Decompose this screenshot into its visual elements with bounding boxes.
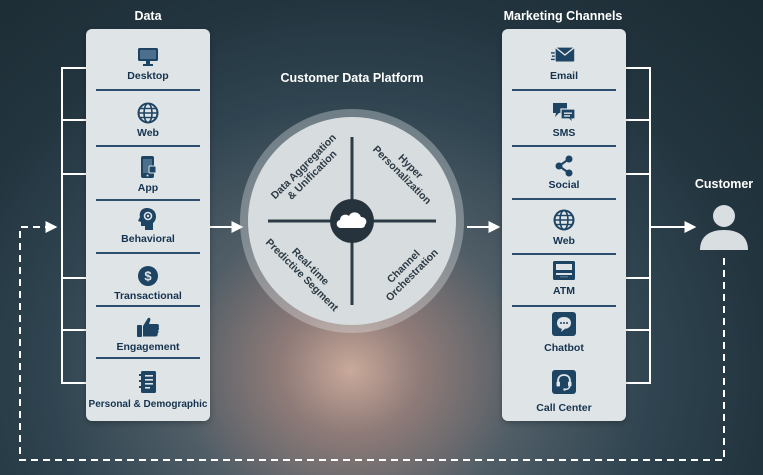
data-item-engagement: Engagement (86, 314, 210, 364)
data-panel: Desktop Web App Behavioral $ Transaction… (86, 29, 210, 421)
cdp-circle: Data Aggregation & Unification Hyper Per… (238, 107, 466, 335)
data-item-label: Personal & Demographic (88, 399, 208, 410)
channel-web: Web (502, 207, 626, 257)
channel-chatbot: Chatbot (502, 311, 626, 361)
divider (512, 253, 616, 255)
envelope-icon (551, 42, 577, 68)
headset-icon (551, 369, 577, 395)
channel-social: Social (502, 153, 626, 203)
globe-icon (551, 207, 577, 233)
data-title: Data (134, 9, 162, 23)
data-item-label: Web (137, 127, 159, 139)
divider (96, 89, 200, 91)
data-item-personal-demographic: Personal & Demographic (86, 369, 210, 419)
data-item-desktop: Desktop (86, 44, 210, 94)
channel-label: Email (549, 70, 578, 82)
chatbot-icon (551, 311, 577, 337)
cdp-title: Customer Data Platform (280, 71, 424, 85)
data-item-label: Behavioral (121, 233, 175, 245)
notebook-icon (135, 369, 161, 395)
channel-sms: SMS (502, 100, 626, 150)
divider (96, 252, 200, 254)
channels-panel: Email SMS Social Web ATM Chatbot (502, 29, 626, 421)
data-item-label: Engagement (116, 341, 180, 353)
smartphone-icon (135, 154, 161, 180)
dollar-coin-icon: $ (135, 263, 161, 289)
data-bracket-ticks (62, 119, 86, 331)
atm-icon (551, 258, 577, 284)
data-bracket (61, 67, 86, 384)
channel-email: Email (502, 42, 626, 92)
channel-atm: ATM (502, 258, 626, 308)
desktop-icon (135, 44, 161, 70)
data-item-app: App (86, 154, 210, 204)
chat-bubbles-icon (551, 100, 577, 126)
channels-bracket-ticks (626, 119, 650, 331)
divider (512, 305, 616, 307)
data-item-transactional: $ Transactional (86, 263, 210, 313)
channels-bracket (626, 67, 651, 384)
divider (96, 357, 200, 359)
thumbs-up-icon (135, 314, 161, 340)
channel-label: SMS (552, 127, 576, 139)
svg-text:$: $ (144, 269, 152, 284)
share-icon (551, 153, 577, 179)
divider (96, 305, 200, 307)
divider (512, 198, 616, 200)
divider (96, 199, 200, 201)
data-item-label: App (137, 182, 159, 194)
channel-label: Call Center (536, 402, 592, 414)
cloud-icon (336, 212, 367, 228)
channel-label: ATM (553, 285, 575, 297)
data-item-label: Transactional (114, 290, 182, 302)
cdp-disc (240, 109, 464, 333)
divider (96, 145, 200, 147)
feedback-loop (19, 221, 725, 461)
marketing-channels-title: Marketing Channels (503, 9, 623, 23)
channel-label: Web (553, 235, 575, 247)
globe-icon (135, 100, 161, 126)
divider (512, 89, 616, 91)
data-item-web: Web (86, 100, 210, 150)
channel-call-center: Call Center (502, 369, 626, 419)
channel-label: Social (548, 179, 580, 191)
divider (512, 145, 616, 147)
channel-label: Chatbot (544, 342, 584, 354)
customer-title: Customer (694, 177, 754, 191)
head-gear-icon (135, 206, 161, 232)
customer-icon (698, 200, 750, 252)
data-item-label: Desktop (127, 70, 169, 82)
data-item-behavioral: Behavioral (86, 206, 210, 256)
